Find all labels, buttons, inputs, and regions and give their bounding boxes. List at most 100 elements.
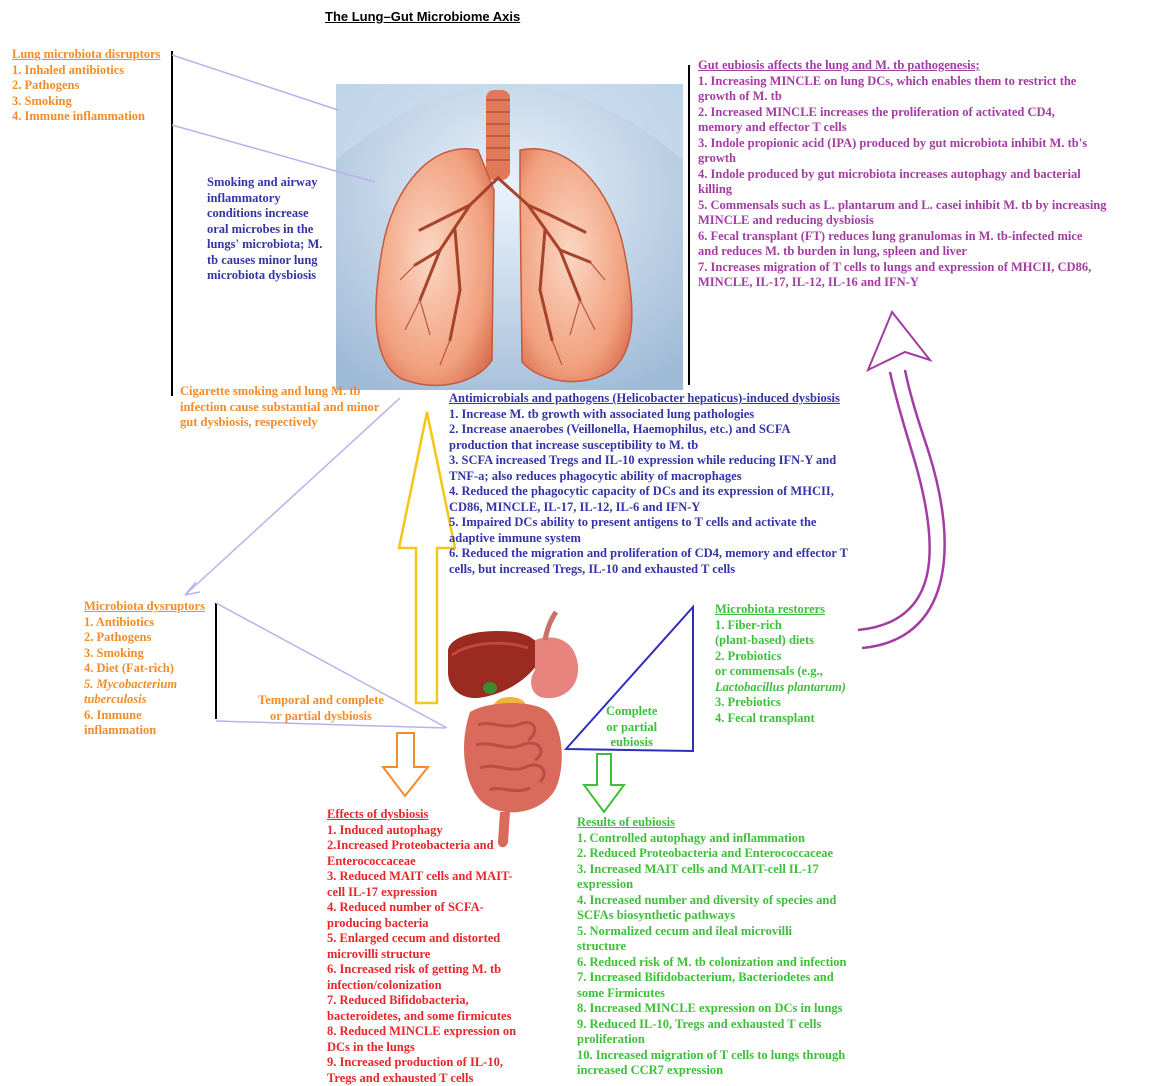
- list-item: MINCLE and reducing dysbiosis: [698, 213, 1107, 229]
- list-item: expression: [577, 877, 846, 893]
- list-item: (plant-based) diets: [715, 633, 846, 649]
- list-item: 4. Diet (Fat-rich): [84, 661, 205, 677]
- list-item: 4. Reduced the phagocytic capacity of DC…: [449, 484, 848, 500]
- list-item: 7. Increases migration of T cells to lun…: [698, 260, 1107, 276]
- list-item: 8. Reduced MINCLE expression on: [327, 1024, 516, 1040]
- list-item: 6. Reduced the migration and proliferati…: [449, 546, 848, 562]
- list-item: 5. Commensals such as L. plantarum and L…: [698, 198, 1107, 214]
- green-down-arrow: [584, 754, 624, 812]
- note-line: infection cause substantial and minor: [180, 400, 379, 416]
- list-item: producing bacteria: [327, 916, 516, 932]
- orange-down-arrow: [383, 733, 428, 796]
- gut-eubiosis-heading: Gut eubiosis affects the lung and M. tb …: [698, 58, 1107, 74]
- list-item: 6. Immune: [84, 708, 205, 724]
- note-line: eubiosis: [606, 735, 657, 751]
- note-line: or partial dysbiosis: [258, 709, 384, 725]
- list-item: 6. Increased risk of getting M. tb: [327, 962, 516, 978]
- list-item: 2. Increased MINCLE increases the prolif…: [698, 105, 1107, 121]
- list-item: 9. Reduced IL-10, Tregs and exhausted T …: [577, 1017, 846, 1033]
- list-item: adaptive immune system: [449, 531, 848, 547]
- list-item: 1. Induced autophagy: [327, 823, 516, 839]
- list-item: memory and effector T cells: [698, 120, 1107, 136]
- list-item: 2. Pathogens: [12, 78, 160, 94]
- list-item: some Firmicutes: [577, 986, 846, 1002]
- antimicrobials-block: Antimicrobials and pathogens (Helicobact…: [449, 391, 848, 577]
- effects-of-dysbiosis-block: Effects of dysbiosis 1. Induced autophag…: [327, 807, 516, 1086]
- microbiota-disruptors-heading: Microbiota dysruptors: [84, 599, 205, 615]
- list-item: 1. Inhaled antibiotics: [12, 63, 160, 79]
- list-item: 5. Impaired DCs ability to present antig…: [449, 515, 848, 531]
- list-item: 2. Probiotics: [715, 649, 846, 665]
- list-item: 10. Increased migration of T cells to lu…: [577, 1048, 846, 1064]
- list-item: 5. Enlarged cecum and distorted: [327, 931, 516, 947]
- list-item: and reduces M. tb burden in lung, spleen…: [698, 244, 1107, 260]
- list-item: cell IL-17 expression: [327, 885, 516, 901]
- gut-eubiosis-block: Gut eubiosis affects the lung and M. tb …: [698, 58, 1107, 291]
- list-item: 7. Increased Bifidobacterium, Bacteriode…: [577, 970, 846, 986]
- temporal-note: Temporal and complete or partial dysbios…: [258, 693, 384, 724]
- list-item: MINCLE, IL-17, IL-12, IL-16 and IFN-Y: [698, 275, 1107, 291]
- yellow-up-arrow: [399, 412, 455, 703]
- note-line: microbiota dysbiosis: [207, 268, 322, 284]
- list-item: 3. Reduced MAIT cells and MAIT-: [327, 869, 516, 885]
- list-item: 3. SCFA increased Tregs and IL-10 expres…: [449, 453, 848, 469]
- list-item: 1. Antibiotics: [84, 615, 205, 631]
- list-item: 4. Indole produced by gut microbiota inc…: [698, 167, 1107, 183]
- lung-disruptors-block: Lung microbiota disruptors 1. Inhaled an…: [12, 47, 160, 125]
- note-line: gut dysbiosis, respectively: [180, 415, 379, 431]
- microbiota-disruptors-block: Microbiota dysruptors 1. Antibiotics 2. …: [84, 599, 205, 739]
- list-item: SCFAs biosynthetic pathways: [577, 908, 846, 924]
- list-item: tuberculosis: [84, 692, 205, 708]
- note-line: tb causes minor lung: [207, 253, 322, 269]
- microbiota-restorers-block: Microbiota restorers 1. Fiber-rich (plan…: [715, 602, 846, 726]
- list-item: 9. Increased production of IL-10,: [327, 1055, 516, 1071]
- list-item: 2.Increased Proteobacteria and: [327, 838, 516, 854]
- list-item: growth of M. tb: [698, 89, 1107, 105]
- note-line: or partial: [606, 720, 657, 736]
- lung-disruptors-heading: Lung microbiota disruptors: [12, 47, 160, 63]
- list-item: 4. Increased number and diversity of spe…: [577, 893, 846, 909]
- list-item: 3. Prebiotics: [715, 695, 846, 711]
- note-line: Cigarette smoking and lung M. tb: [180, 384, 379, 400]
- effects-of-dysbiosis-heading: Effects of dysbiosis: [327, 807, 516, 823]
- list-item: 8. Increased MINCLE expression on DCs in…: [577, 1001, 846, 1017]
- list-item: inflammation: [84, 723, 205, 739]
- purple-curved-arrow: [858, 312, 945, 648]
- list-item: 2. Reduced Proteobacteria and Enterococc…: [577, 846, 846, 862]
- note-line: Complete: [606, 704, 657, 720]
- lungs-illustration: [336, 84, 683, 390]
- list-item: 4. Fecal transplant: [715, 711, 846, 727]
- list-item: production that increase susceptibility …: [449, 438, 848, 454]
- list-item: 4. Reduced number of SCFA-: [327, 900, 516, 916]
- list-item: 4. Immune inflammation: [12, 109, 160, 125]
- list-item: increased CCR7 expression: [577, 1063, 846, 1079]
- results-of-eubiosis-heading: Results of eubiosis: [577, 815, 846, 831]
- list-item: or commensals (e.g.,: [715, 664, 846, 680]
- diagram-title: The Lung–Gut Microbiome Axis: [325, 9, 520, 24]
- list-item: proliferation: [577, 1032, 846, 1048]
- list-item: growth: [698, 151, 1107, 167]
- note-line: inflammatory: [207, 191, 322, 207]
- list-item: 3. Indole propionic acid (IPA) produced …: [698, 136, 1107, 152]
- list-item: 1. Increasing MINCLE on lung DCs, which …: [698, 74, 1107, 90]
- cigarette-note: Cigarette smoking and lung M. tb infecti…: [180, 384, 379, 431]
- list-item: 3. Increased MAIT cells and MAIT-cell IL…: [577, 862, 846, 878]
- list-item: DCs in the lungs: [327, 1040, 516, 1056]
- list-item: 7. Reduced Bifidobacteria,: [327, 993, 516, 1009]
- results-of-eubiosis-block: Results of eubiosis 1. Controlled autoph…: [577, 815, 846, 1079]
- list-item: 2. Pathogens: [84, 630, 205, 646]
- list-item: 3. Smoking: [12, 94, 160, 110]
- list-item: structure: [577, 939, 846, 955]
- list-item: 3. Smoking: [84, 646, 205, 662]
- antimicrobials-heading: Antimicrobials and pathogens (Helicobact…: [449, 391, 848, 407]
- list-item: Lactobacillus plantarum): [715, 680, 846, 696]
- note-line: Temporal and complete: [258, 693, 384, 709]
- list-item: bacteroidetes, and some firmicutes: [327, 1009, 516, 1025]
- list-item: cells, but increased Tregs, IL-10 and ex…: [449, 562, 848, 578]
- note-line: lungs' microbiota; M.: [207, 237, 322, 253]
- complete-eubiosis-note: Complete or partial eubiosis: [606, 704, 657, 751]
- list-item: 1. Controlled autophagy and inflammation: [577, 831, 846, 847]
- list-item: 2. Increase anaerobes (Veillonella, Haem…: [449, 422, 848, 438]
- list-item: 5. Normalized cecum and ileal microvilli: [577, 924, 846, 940]
- list-item: Enterococcaceae: [327, 854, 516, 870]
